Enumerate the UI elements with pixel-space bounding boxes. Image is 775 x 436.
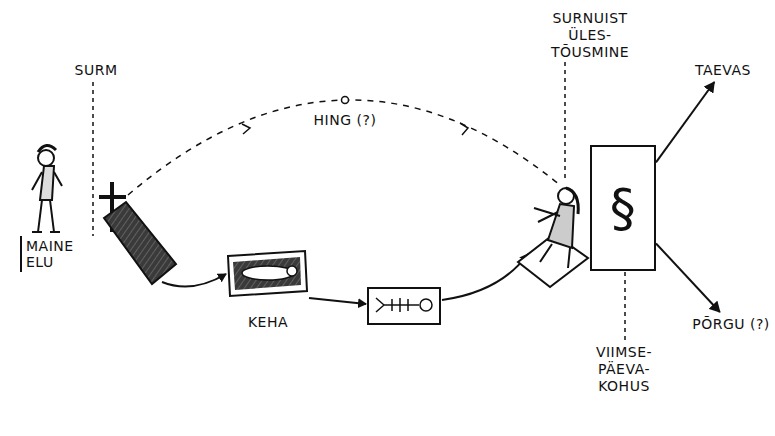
arrow-connector (656, 82, 714, 162)
soul-path (128, 100, 560, 195)
body-label: KEHA (236, 314, 300, 331)
node-text: TAEVAS (695, 62, 751, 78)
leader-line (92, 82, 94, 236)
arrow-connector (656, 243, 720, 312)
living-figure (32, 145, 62, 232)
judgment-label: VIIMSE- PÄEVA- KOHUS (582, 344, 666, 395)
soul-label: HING (?) (295, 112, 395, 129)
arrow-line (162, 274, 226, 287)
life-box: MAINE ELU (20, 236, 76, 272)
leader-line (624, 272, 626, 342)
node-text: § (610, 180, 637, 236)
hell-node: PÕRGU (?) (688, 312, 774, 336)
connector-line (656, 82, 714, 162)
node-text: MAINE ELU (26, 238, 76, 270)
connector-line (656, 243, 720, 312)
direction-chevron (242, 124, 250, 134)
resurrected-figure (518, 188, 588, 287)
resurrection-label: SURNUIST ÜLES- TÕUSMINE (544, 10, 636, 61)
death-label: SURM (66, 62, 126, 79)
heaven-node: TAEVAS (686, 58, 760, 82)
coffin (104, 202, 176, 284)
body-grave (228, 251, 307, 296)
judgment-box: § (590, 145, 656, 271)
leader-line (564, 62, 566, 182)
skeleton-grave (368, 288, 440, 324)
direction-chevron (460, 123, 468, 135)
arrow-line (309, 298, 366, 304)
soul-point (342, 97, 349, 104)
arrow-line (442, 254, 528, 300)
node-text: PÕRGU (?) (692, 316, 770, 332)
